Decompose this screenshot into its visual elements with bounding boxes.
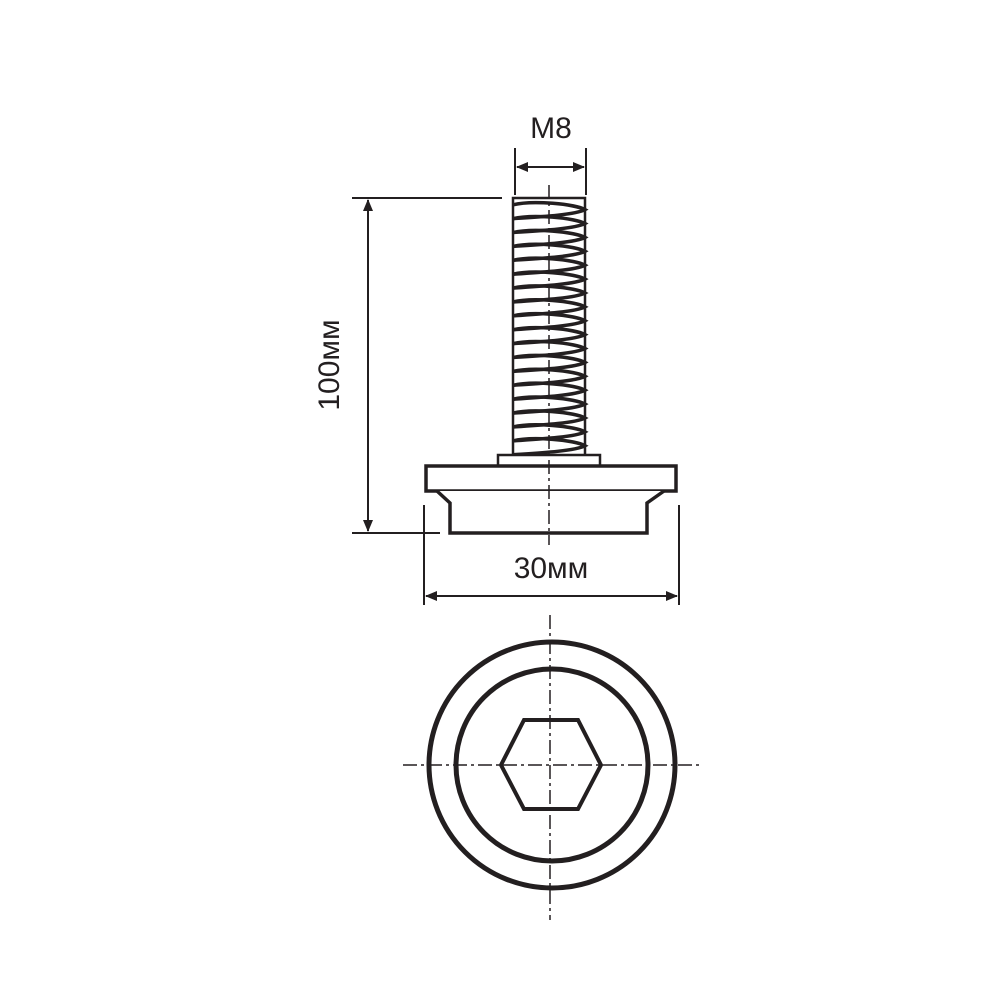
thread-dimension: M8 (514, 112, 587, 195)
thread-label: M8 (530, 112, 572, 145)
side-view (424, 185, 678, 545)
diameter-dimension: 30мм (423, 505, 680, 605)
hex-socket (498, 718, 604, 811)
base-pad (435, 489, 666, 535)
base-top-plate (424, 464, 678, 493)
thread-coils (512, 200, 589, 457)
bottom-view (403, 615, 700, 920)
thread-coil (512, 437, 589, 457)
height-dimension: 100мм (313, 197, 502, 534)
diameter-label: 30мм (514, 552, 589, 585)
height-label: 100мм (313, 319, 346, 410)
